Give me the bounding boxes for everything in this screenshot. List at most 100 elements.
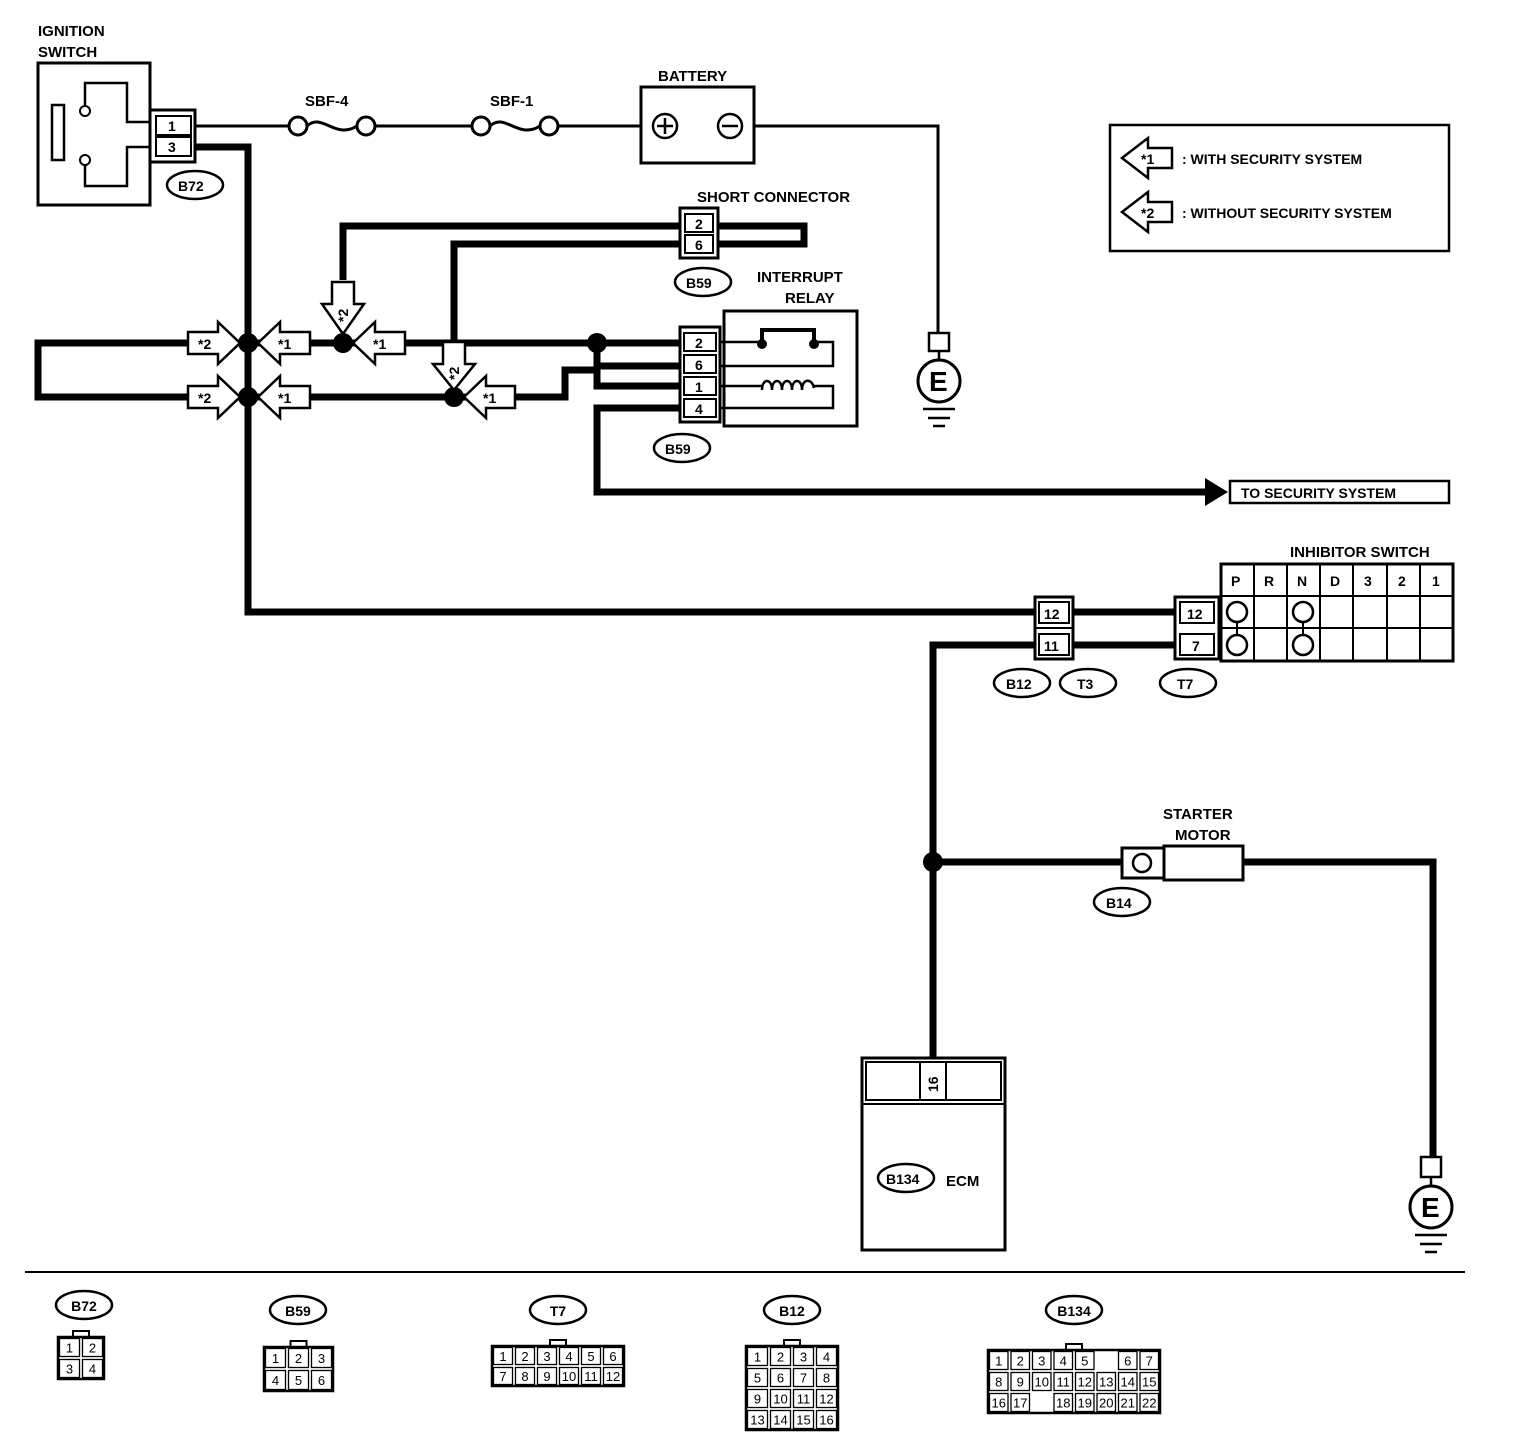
wire-starter (933, 858, 1437, 1158)
wire-relay-feed (593, 343, 680, 390)
pin-number: 22 (1142, 1396, 1156, 1411)
ground-symbol: E (929, 366, 948, 397)
intermediate-connector: 12 11 B12 T3 T7 (992, 595, 1218, 699)
legend-text: : WITHOUT SECURITY SYSTEM (1182, 205, 1392, 221)
marker-label: *1 (278, 336, 291, 352)
pin-number: 10 (562, 1369, 576, 1384)
pin-cell (769, 1346, 792, 1367)
ground-symbol: E (1421, 1192, 1440, 1223)
pin-number: 17 (1013, 1396, 1027, 1411)
pin-number: 15 (796, 1413, 810, 1428)
interrupt-relay: INTERRUPT RELAY 2 6 1 4 B59 (652, 269, 859, 464)
pin-number: 16 (819, 1413, 833, 1428)
pin-cell (746, 1346, 769, 1367)
position-label: 2 (1398, 573, 1406, 589)
pin-number: 6 (777, 1371, 784, 1386)
connector-view-label: B134 (1057, 1303, 1091, 1319)
legend-mark: *1 (1141, 151, 1154, 167)
pin-cell (769, 1367, 792, 1388)
pin-number: 3 (543, 1349, 550, 1364)
pin-number: 9 (543, 1369, 550, 1384)
pin-label: 6 (695, 357, 703, 373)
pin-cell (1074, 1392, 1095, 1413)
pin-number: 1 (272, 1351, 279, 1366)
pin-cell (536, 1346, 558, 1366)
pin-cell (580, 1366, 602, 1386)
pin-cell (815, 1409, 838, 1430)
position-label: P (1231, 573, 1240, 589)
pin-number: 2 (295, 1351, 302, 1366)
starter-motor-label: STARTER (1163, 806, 1233, 823)
pin-number: 3 (1038, 1354, 1045, 1369)
pin-cell (792, 1388, 815, 1409)
connector-id-label: B14 (1106, 895, 1132, 911)
ignition-switch-label: IGNITION (38, 23, 105, 40)
pin-cell (558, 1346, 580, 1366)
junction-dot (444, 387, 464, 407)
pin-cell (514, 1346, 536, 1366)
position-label: D (1330, 573, 1340, 589)
fuse-label: SBF-1 (490, 93, 533, 110)
pin-number: 7 (800, 1371, 807, 1386)
pin-number: 4 (565, 1349, 572, 1364)
pin-cell (602, 1366, 624, 1386)
pin-number: 1 (66, 1341, 73, 1356)
pin-cell (988, 1350, 1009, 1371)
pin-label: 16 (925, 1076, 941, 1092)
pin-number: 16 (992, 1396, 1006, 1411)
pin-number: 8 (995, 1375, 1002, 1390)
pin-cell (58, 1358, 81, 1379)
pin-cell (558, 1366, 580, 1386)
pin-cell (815, 1346, 838, 1367)
ground-bottom: E (1408, 1155, 1454, 1254)
pin-cell (264, 1347, 287, 1369)
ignition-switch: IGNITION SWITCH 1 3 B72 (36, 23, 225, 207)
pin-cell (1139, 1392, 1160, 1413)
pin-cell (492, 1366, 514, 1386)
junction-dot (238, 387, 258, 407)
pin-cell (746, 1367, 769, 1388)
pin-cell (310, 1369, 333, 1391)
pin-cell (602, 1346, 624, 1366)
pin-number: 14 (773, 1413, 787, 1428)
pin-number: 12 (819, 1392, 833, 1407)
legend: *1 : WITH SECURITY SYSTEM *2 : WITHOUT S… (1108, 123, 1451, 253)
pin-cell (1117, 1350, 1138, 1371)
pin-number: 8 (823, 1371, 830, 1386)
pin-cell (769, 1409, 792, 1430)
pin-cell (1053, 1371, 1074, 1392)
marker-arrow-down: *2 (319, 280, 367, 337)
wire-left-loop (34, 339, 190, 401)
pin-number: 8 (521, 1369, 528, 1384)
interrupt-relay-label: INTERRUPT (757, 269, 843, 286)
junction-markers: *2 *2 *1 *1 *1 *1 *2 (186, 280, 517, 421)
position-label: R (1264, 573, 1274, 589)
pin-cell (1117, 1371, 1138, 1392)
marker-arrow-left: *1 (256, 373, 312, 421)
fuse-sbf1: SBF-1 (470, 93, 560, 137)
pin-number: 15 (1142, 1375, 1156, 1390)
pin-cell (792, 1409, 815, 1430)
starter-motor-label: MOTOR (1175, 827, 1231, 844)
junction-dot (333, 333, 353, 353)
pin-label: 3 (168, 139, 176, 155)
pin-number: 11 (797, 1392, 811, 1407)
pin-cell (1117, 1392, 1138, 1413)
wire-ignition-main (195, 143, 1035, 616)
connector-view-label: B12 (779, 1303, 805, 1319)
pin-number: 2 (521, 1349, 528, 1364)
pin-number: 11 (1057, 1375, 1071, 1390)
pin-label: 2 (695, 216, 703, 232)
to-security-label: TO SECURITY SYSTEM (1241, 485, 1396, 501)
marker-label: *1 (278, 390, 291, 406)
pin-number: 13 (1099, 1375, 1113, 1390)
pin-number: 3 (800, 1350, 807, 1365)
pin-cell (81, 1358, 104, 1379)
wire-ignition-battery (195, 124, 940, 333)
pin-cell (1096, 1371, 1117, 1392)
